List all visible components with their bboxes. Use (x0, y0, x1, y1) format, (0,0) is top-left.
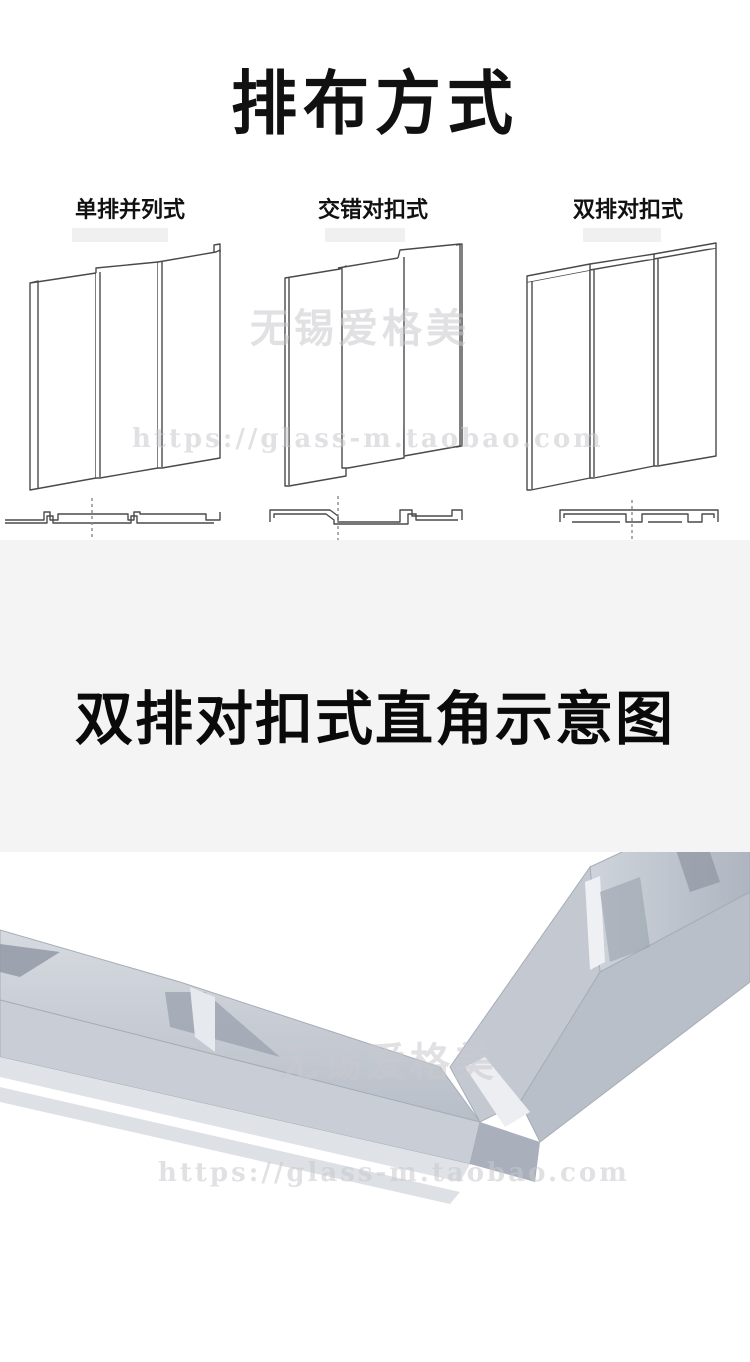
staggered-panels (284, 243, 463, 487)
diagram-title: 双排对扣式直角示意图 (74, 685, 675, 753)
arrangement-section: 排布方式 单排并列式 交错对扣式 双排对扣式 (0, 0, 750, 540)
layout-label-single-row: 单排并列式 (74, 198, 185, 223)
single-row-profile (5, 511, 221, 524)
arrangement-diagrams (5, 242, 719, 540)
staggered-profile (269, 509, 463, 525)
layout-label-double-row: 双排对扣式 (572, 198, 683, 223)
horizontal-glass-arm (0, 929, 482, 1204)
double-row-profile (559, 509, 719, 523)
vertical-glass-arm (449, 852, 750, 1182)
label-underline (325, 228, 405, 242)
label-underline (583, 228, 661, 242)
label-underline (72, 228, 168, 242)
layout-label-staggered: 交错对扣式 (317, 198, 428, 223)
right-angle-glass-render (0, 852, 750, 1204)
double-row-panels (526, 242, 717, 491)
page-title: 排布方式 (231, 63, 519, 145)
diagram-title-band: 双排对扣式直角示意图 (0, 540, 750, 852)
single-row-panels (29, 243, 221, 491)
corner-photo-section: 无锡爱格美 https://glass-m.taobao.com (0, 852, 750, 1362)
